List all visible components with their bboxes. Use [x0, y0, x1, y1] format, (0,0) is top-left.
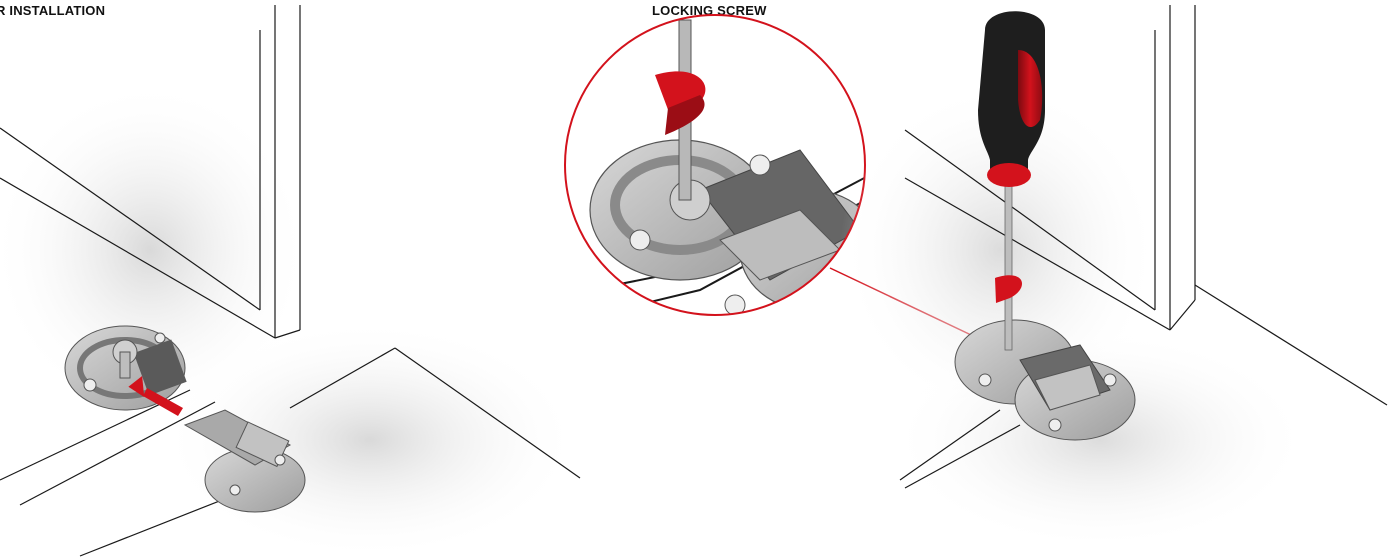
cabinet-side-panel: [0, 5, 581, 557]
step-label-installation: R INSTALLATION: [0, 3, 106, 18]
left-scene-installation: [0, 5, 581, 559]
right-scene-locking: [840, 5, 1388, 550]
cabinet-shadow: [0, 80, 310, 420]
step-label-locking-screw: LOCKING SCREW: [652, 3, 767, 18]
mounting-plate-assembled: [954, 319, 1136, 441]
insert-arrow-icon: [128, 375, 183, 416]
zoom-callout-icon: [564, 14, 991, 346]
mounting-plate-sliding: [183, 409, 306, 513]
rotation-arrow-right-icon: [995, 275, 1022, 303]
screwdriver-icon: [978, 11, 1045, 351]
cabinet-side-panel-right: [899, 5, 1388, 489]
mounting-plate-fixed: [64, 325, 187, 411]
zoom-detail: [565, 15, 865, 315]
screwdriver-shaft: [1004, 174, 1013, 351]
screwdriver-handle: [978, 11, 1045, 180]
